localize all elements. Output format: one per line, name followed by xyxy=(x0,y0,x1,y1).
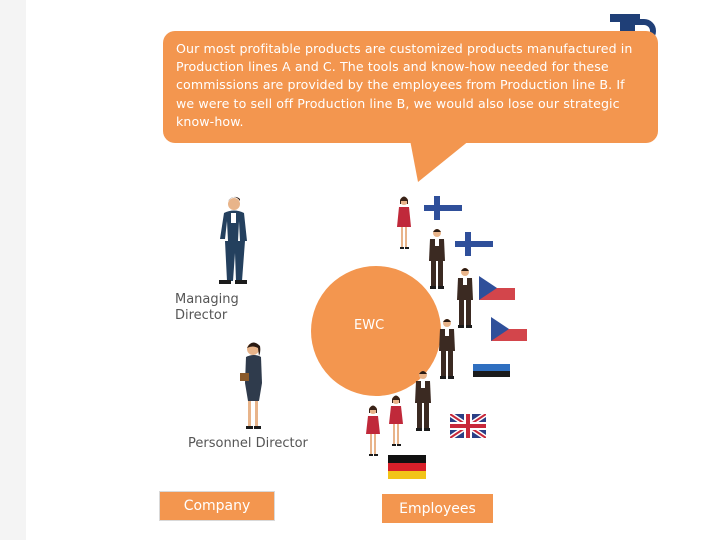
speech-line: we were to sell off Production line B, w… xyxy=(176,95,620,111)
managing-director-label: Managing Director xyxy=(175,292,239,324)
employee-man-figure xyxy=(415,371,431,431)
employee-woman-figure xyxy=(397,196,411,249)
personnel-director-label: Personnel Director xyxy=(188,436,308,451)
estonia-flag-icon xyxy=(473,364,510,384)
company-box: Company xyxy=(159,491,275,521)
personnel-director-figure xyxy=(240,342,262,429)
employees-box: Employees xyxy=(382,494,493,523)
germany-flag-icon xyxy=(388,455,426,479)
left-margin-strip xyxy=(0,0,26,540)
uk-flag-icon xyxy=(450,414,486,438)
speech-line: Our most profitable products are customi… xyxy=(176,41,633,56)
managing-director-label-line: Managing xyxy=(175,292,239,307)
finland-flag-icon xyxy=(455,232,493,256)
employee-man-figure xyxy=(457,268,473,328)
speech-bubble: Our most profitable products are customi… xyxy=(163,31,658,143)
managing-director-label-line: Director xyxy=(175,308,228,323)
speech-line: know-how. xyxy=(176,113,244,129)
finland-flag-icon xyxy=(424,196,462,220)
employee-man-figure xyxy=(429,229,445,289)
speech-line: Production lines A and C. The tools and … xyxy=(176,59,609,75)
czech-flag-icon xyxy=(491,317,527,341)
employee-woman-figure xyxy=(389,395,403,446)
managing-director-figure xyxy=(219,196,247,284)
employee-woman-figure xyxy=(366,405,380,456)
employee-man-figure xyxy=(439,319,455,379)
speech-line: commissions are provided by the employee… xyxy=(176,77,625,93)
czech-flag-icon xyxy=(479,276,515,300)
ewc-label: EWC xyxy=(354,318,385,333)
